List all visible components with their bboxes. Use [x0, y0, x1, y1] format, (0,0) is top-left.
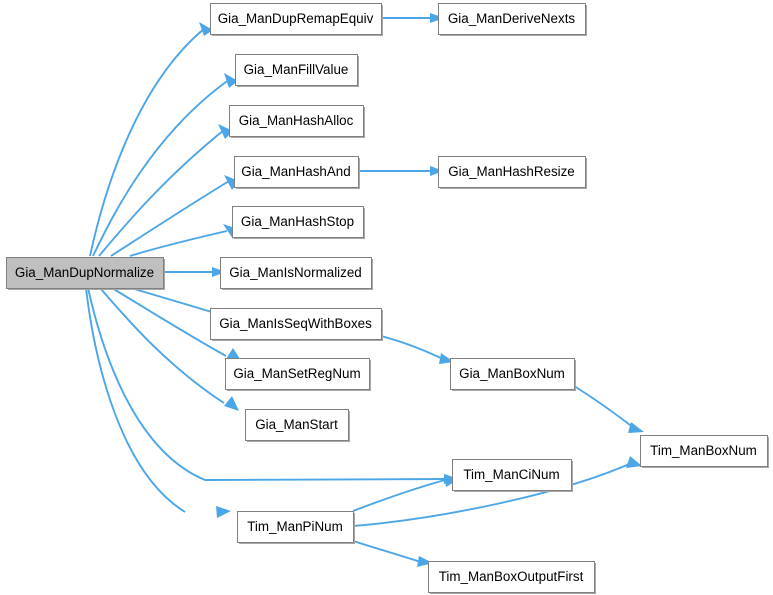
graph-node-gia_mansetregnum[interactable]: Gia_ManSetRegNum: [225, 358, 372, 392]
edge-line: [92, 78, 231, 257]
node-label: Gia_ManDupNormalize: [15, 265, 154, 280]
edge-gia_manboxnum-to-tim_manboxnum: [573, 385, 644, 433]
edge-gia_manhashand-to-gia_manhashresize: [358, 166, 444, 176]
graph-node-gia_manfillvalue[interactable]: Gia_ManFillValue: [235, 54, 360, 88]
edge-gia_mandupnormalize-to-gia_manhashstop: [129, 224, 238, 257]
graph-node-gia_manderivenexts[interactable]: Gia_ManDeriveNexts: [438, 3, 588, 37]
node-label: Gia_ManFillValue: [244, 62, 349, 77]
graph-node-gia_manstart[interactable]: Gia_ManStart: [245, 409, 351, 443]
edge-line: [85, 287, 186, 513]
node-box[interactable]: [232, 206, 364, 238]
node-label: Tim_ManBoxNum: [650, 443, 757, 458]
edge-line: [111, 287, 227, 357]
edge-line: [99, 287, 225, 404]
edge-line: [129, 230, 228, 257]
graph-node-gia_mandupremapequiv[interactable]: Gia_ManDupRemapEquiv: [210, 3, 384, 37]
node-box[interactable]: [428, 561, 595, 593]
arrowhead-icon: [628, 422, 644, 433]
arrowhead-icon: [218, 124, 233, 139]
arrowhead-icon: [224, 396, 239, 411]
arrowhead-icon: [216, 506, 231, 518]
node-label: Gia_ManSetRegNum: [233, 366, 360, 381]
node-label: Tim_ManBoxOutputFirst: [439, 569, 584, 584]
graph-node-tim_manpinum[interactable]: Tim_ManPiNum: [237, 511, 356, 545]
node-box[interactable]: [450, 358, 575, 390]
node-box[interactable]: [234, 156, 359, 188]
graph-node-tim_manboxoutputfirst[interactable]: Tim_ManBoxOutputFirst: [428, 561, 597, 595]
arrowhead-icon: [199, 22, 213, 36]
edge-gia_mandupnormalize-to-gia_mandupremapequiv: [89, 22, 213, 257]
graph-node-gia_manisnormalized[interactable]: Gia_ManIsNormalized: [220, 257, 374, 291]
arrowhead-icon: [212, 267, 226, 277]
node-box[interactable]: [225, 358, 370, 390]
node-box[interactable]: [640, 435, 768, 467]
arrowhead-icon: [626, 456, 642, 468]
edge-tim_manpinum-to-tim_mancinum: [352, 474, 459, 512]
edge-line: [573, 385, 635, 429]
arrowhead-icon: [430, 13, 444, 23]
node-label: Gia_ManIsSeqWithBoxes: [219, 316, 372, 331]
graph-node-gia_maniseqwithboxes[interactable]: Gia_ManIsSeqWithBoxes: [210, 308, 384, 342]
edge-tim_manpinum-to-tim_manboxnum: [352, 456, 642, 527]
node-label: Gia_ManStart: [255, 417, 338, 432]
edge-line: [110, 180, 230, 257]
arrowhead-icon: [417, 556, 433, 567]
edge-gia_mandupnormalize-to-gia_manhashand: [110, 175, 239, 257]
node-box[interactable]: [235, 54, 358, 86]
node-box[interactable]: [452, 459, 572, 491]
node-label: Tim_ManPiNum: [247, 519, 343, 534]
edge-line: [87, 287, 446, 481]
graph-node-gia_mandupnormalize[interactable]: Gia_ManDupNormalize: [6, 257, 166, 291]
edge-gia_maniseqwithboxes-to-gia_manboxnum: [380, 335, 454, 364]
node-box[interactable]: [229, 105, 364, 137]
node-box[interactable]: [6, 257, 164, 289]
graph-node-tim_mancinum[interactable]: Tim_ManCiNum: [452, 459, 574, 493]
edge-gia_mandupremapequiv-to-gia_manderivenexts: [381, 13, 444, 23]
edge-gia_mandupnormalize-to-gia_manfillvalue: [92, 73, 238, 257]
node-box[interactable]: [245, 409, 349, 441]
edge-line: [98, 129, 225, 257]
arrowhead-icon: [224, 175, 239, 190]
node-box[interactable]: [438, 3, 586, 35]
node-box[interactable]: [438, 156, 586, 188]
arrowhead-icon: [224, 73, 238, 88]
edge-line: [89, 27, 206, 257]
edge-line: [380, 335, 444, 360]
graph-node-gia_manhashand[interactable]: Gia_ManHashAnd: [234, 156, 361, 190]
node-label: Gia_ManHashStop: [241, 214, 354, 229]
node-box[interactable]: [210, 3, 382, 35]
graph-node-gia_manhashalloc[interactable]: Gia_ManHashAlloc: [229, 105, 366, 139]
edge-line: [352, 540, 422, 563]
edge-line: [352, 479, 446, 512]
graph-node-gia_manhashstop[interactable]: Gia_ManHashStop: [232, 206, 366, 240]
node-label: Gia_ManDeriveNexts: [448, 11, 576, 26]
node-label: Gia_ManHashAnd: [241, 164, 350, 179]
edge-gia_mandupnormalize-to-gia_manisnormalized: [163, 267, 226, 277]
node-box[interactable]: [237, 511, 354, 543]
node-label: Gia_ManHashAlloc: [239, 113, 354, 128]
node-box[interactable]: [220, 257, 372, 289]
graph-node-tim_manboxnum[interactable]: Tim_ManBoxNum: [640, 435, 770, 469]
node-box[interactable]: [210, 308, 382, 340]
edge-line: [352, 461, 635, 527]
node-label: Gia_ManHashResize: [448, 164, 575, 179]
edge-gia_mandupnormalize-to-gia_manstart: [99, 287, 239, 411]
arrowhead-icon: [444, 474, 459, 487]
node-label: Gia_ManIsNormalized: [229, 265, 361, 280]
edge-gia_mandupnormalize-to-tim_manpinum: [85, 287, 231, 518]
edge-tim_manpinum-to-tim_manboxoutputfirst: [352, 540, 433, 567]
node-label: Tim_ManCiNum: [463, 467, 559, 482]
arrowhead-icon: [430, 166, 444, 176]
edge-gia_mandupnormalize-to-gia_manhashalloc: [98, 124, 233, 257]
node-label: Gia_ManDupRemapEquiv: [218, 11, 374, 26]
graph-node-gia_manhashresize[interactable]: Gia_ManHashResize: [438, 156, 588, 190]
graph-node-gia_manboxnum[interactable]: Gia_ManBoxNum: [450, 358, 577, 392]
node-label: Gia_ManBoxNum: [459, 366, 565, 381]
